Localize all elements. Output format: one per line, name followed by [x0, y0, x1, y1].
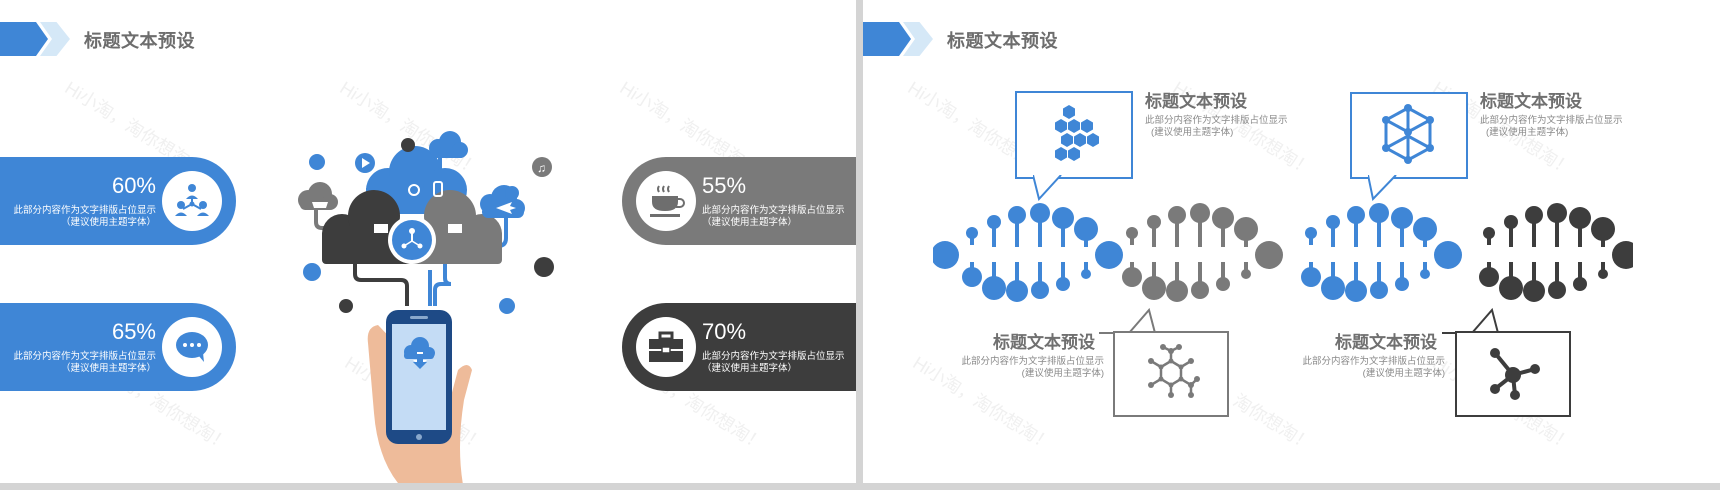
item-title: 标题文本预设: [1335, 333, 1437, 352]
stat-card-55: 55% 此部分内容作为文字排版占位显示 （建议使用主题字体）: [622, 157, 856, 245]
callout-box: [1015, 91, 1133, 179]
item-description: 此部分内容作为文字排版占位显示 (建议使用主题字体): [961, 356, 1104, 379]
stat-percent: 55%: [702, 173, 747, 198]
stat-description: 此部分内容作为文字排版占位显示 （建议使用主题字体）: [702, 351, 845, 374]
item-description: 此部分内容作为文字排版占位显示 (建议使用主题字体): [1302, 356, 1445, 379]
cube-network-icon: [1382, 104, 1434, 164]
briefcase-icon: [636, 317, 696, 377]
stat-percent: 70%: [702, 319, 747, 344]
page-title: 标题文本预设: [947, 31, 1058, 51]
callout-box: [1350, 92, 1468, 179]
item-description: 此部分内容作为文字排版占位显示 (建议使用主题字体): [1480, 115, 1623, 138]
slide-2: 标题文本预设 Hi小淘，淘你想淘！ Hi小淘，淘你想淘！ Hi小淘，淘你想淘！ …: [863, 0, 1720, 483]
svg-text:♫: ♫: [537, 161, 546, 175]
callout-pointer: [1368, 175, 1397, 201]
slide-1: 标题文本预设 Hi小淘，淘你想淘！ Hi小淘，淘你想淘！ Hi小淘，淘你想淘！ …: [0, 0, 856, 483]
item-title: 标题文本预设: [1145, 92, 1247, 111]
callout-box: [1455, 331, 1571, 417]
hexagon-cluster-icon: [1055, 105, 1099, 161]
callout-box: [1113, 331, 1229, 417]
stat-percent: 60%: [111, 173, 156, 198]
coffee-cup-icon: [636, 171, 696, 231]
item-description: 此部分内容作为文字排版占位显示 (建议使用主题字体): [1145, 115, 1288, 138]
molecule-ring-icon: [1148, 344, 1200, 398]
stat-percent: 65%: [111, 319, 156, 344]
cloud-computing-phone-illustration: ♫: [290, 130, 570, 483]
dna-helix-graphic: [933, 203, 1633, 302]
callout-pointer: [1033, 175, 1062, 201]
item-title: 标题文本预设: [1480, 92, 1582, 111]
title-chevron-primary: [863, 22, 911, 56]
title-chevron-primary: [0, 22, 48, 56]
chat-bubble-icon: [162, 317, 222, 377]
stat-card-65: 65% 此部分内容作为文字排版占位显示 （建议使用主题字体）: [0, 303, 236, 391]
stat-description: 此部分内容作为文字排版占位显示 （建议使用主题字体）: [702, 205, 845, 228]
people-network-icon: [162, 171, 222, 231]
page-title: 标题文本预设: [84, 31, 195, 51]
molecule-node-icon: [1490, 348, 1540, 400]
stat-card-70: 70% 此部分内容作为文字排版占位显示 （建议使用主题字体）: [622, 303, 856, 391]
stat-description: 此部分内容作为文字排版占位显示 （建议使用主题字体）: [13, 205, 156, 228]
stat-description: 此部分内容作为文字排版占位显示 （建议使用主题字体）: [13, 351, 156, 374]
stat-card-60: 60% 此部分内容作为文字排版占位显示 （建议使用主题字体）: [0, 157, 236, 245]
item-title: 标题文本预设: [993, 333, 1095, 352]
